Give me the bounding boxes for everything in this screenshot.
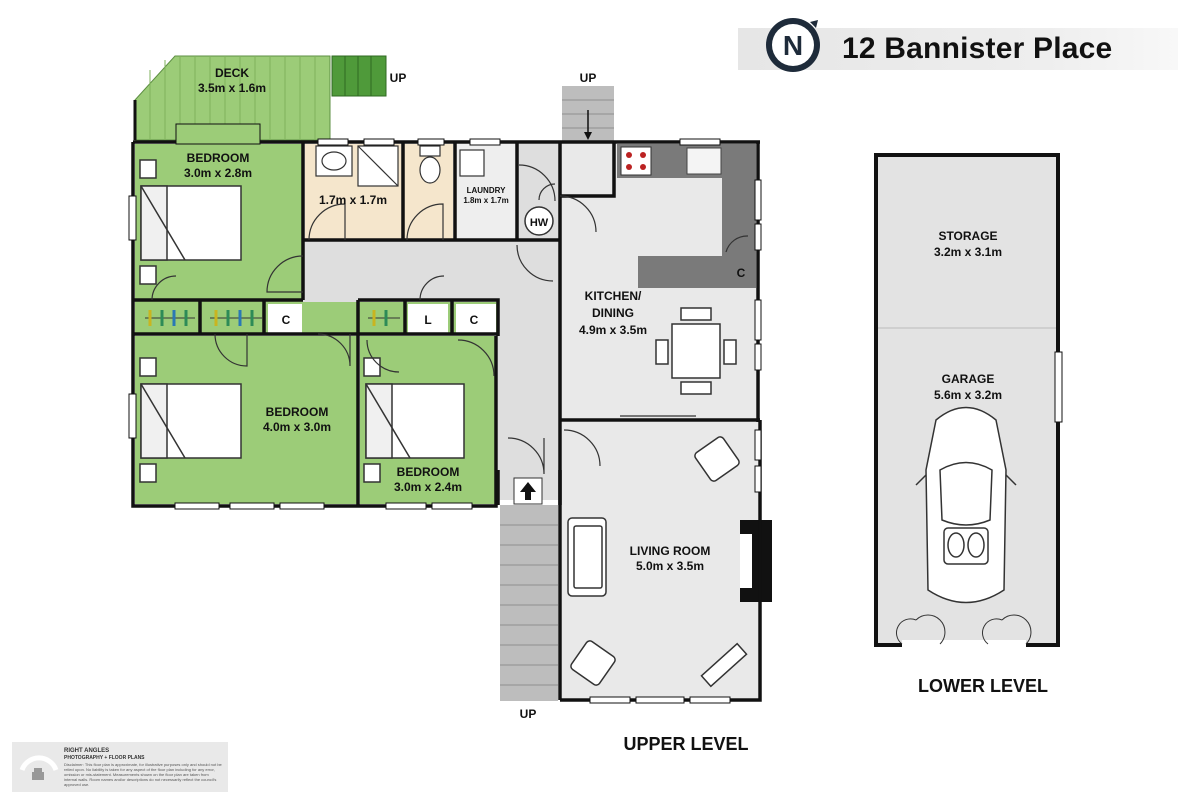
- garage-size: 5.6m x 3.2m: [934, 388, 1002, 402]
- kitchen-name-2: DINING: [592, 306, 634, 320]
- hallway-vertical: [498, 300, 560, 500]
- property-address: 12 Bannister Place: [842, 32, 1113, 65]
- cooktop: [620, 146, 652, 176]
- bathroom-fixtures: [315, 145, 485, 187]
- hw-label: HW: [530, 217, 549, 229]
- cupboard-2: [456, 304, 496, 334]
- compass-icon: N: [766, 18, 820, 72]
- car-icon: [915, 406, 1017, 604]
- tv-unit: [700, 642, 748, 688]
- linen-label: L: [424, 313, 431, 327]
- up-label-entry: UP: [580, 71, 597, 85]
- hangers: [148, 310, 388, 326]
- kitchen-bench-side: [722, 144, 756, 256]
- kitchen-size: 4.9m x 3.5m: [579, 323, 647, 337]
- brand-name: RIGHT ANGLES: [64, 748, 110, 754]
- up-label-stairs: UP: [520, 707, 537, 721]
- lower-level-label: LOWER LEVEL: [918, 676, 1048, 696]
- up-label-deck: UP: [390, 71, 407, 85]
- living-size: 5.0m x 3.5m: [636, 559, 704, 573]
- bed-2: [139, 357, 242, 483]
- deck-name: DECK: [215, 66, 249, 80]
- bed-1: [139, 159, 242, 285]
- stair-arrow-icon: [584, 110, 592, 140]
- sofa: [567, 517, 607, 597]
- kitchen-name-1: KITCHEN/: [585, 289, 642, 303]
- doors: [151, 164, 749, 475]
- kitchen-bench-bottom: [638, 256, 756, 288]
- deck-size: 3.5m x 1.6m: [198, 81, 266, 95]
- bedroom-1-size: 3.0m x 2.8m: [184, 166, 252, 180]
- bedroom-3-name: BEDROOM: [397, 465, 460, 479]
- garage-name: GARAGE: [942, 372, 995, 386]
- living-name: LIVING ROOM: [630, 544, 711, 558]
- cupboard-label-2: C: [470, 313, 479, 327]
- kitchen-cupboard-label: C: [737, 266, 746, 280]
- hot-water-unit: [524, 206, 554, 236]
- storage-name: STORAGE: [938, 229, 997, 243]
- bed-3: [363, 357, 465, 483]
- dining-table: [655, 307, 737, 395]
- bedroom-1-name: BEDROOM: [187, 151, 250, 165]
- armchair-bottom: [570, 640, 616, 686]
- bedroom-3-size: 3.0m x 2.4m: [394, 480, 462, 494]
- upper-level-label: UPPER LEVEL: [623, 734, 748, 754]
- linen-cupboard: [408, 304, 448, 334]
- cupboard-label-1: C: [282, 313, 291, 327]
- laundry-name: LAUNDRY: [467, 186, 506, 195]
- kitchen-sink: [686, 147, 722, 175]
- cooktop-burners: [626, 152, 646, 170]
- bedroom-2-size: 4.0m x 3.0m: [263, 420, 331, 434]
- brand-logo-icon: [19, 755, 59, 780]
- bathroom-size: 1.7m x 1.7m: [319, 193, 387, 207]
- brand-footer: RIGHT ANGLES PHOTOGRAPHY + FLOOR PLANS D…: [12, 742, 228, 792]
- storage-size: 3.2m x 3.1m: [934, 245, 1002, 259]
- windows: [128, 123, 762, 704]
- stairs-down: [500, 505, 558, 701]
- cupboard-1: [268, 304, 302, 334]
- compass-letter: N: [783, 30, 803, 61]
- laundry-size: 1.8m x 1.7m: [463, 196, 508, 205]
- entry-arrow-icon: [513, 477, 543, 505]
- brand-tagline: PHOTOGRAPHY + FLOOR PLANS: [64, 755, 145, 761]
- bedroom-2-name: BEDROOM: [266, 405, 329, 419]
- hallway: [303, 240, 560, 306]
- armchair-top: [694, 436, 740, 482]
- brand-disclaimer: Disclaimer: This floor plan is approxima…: [64, 762, 222, 787]
